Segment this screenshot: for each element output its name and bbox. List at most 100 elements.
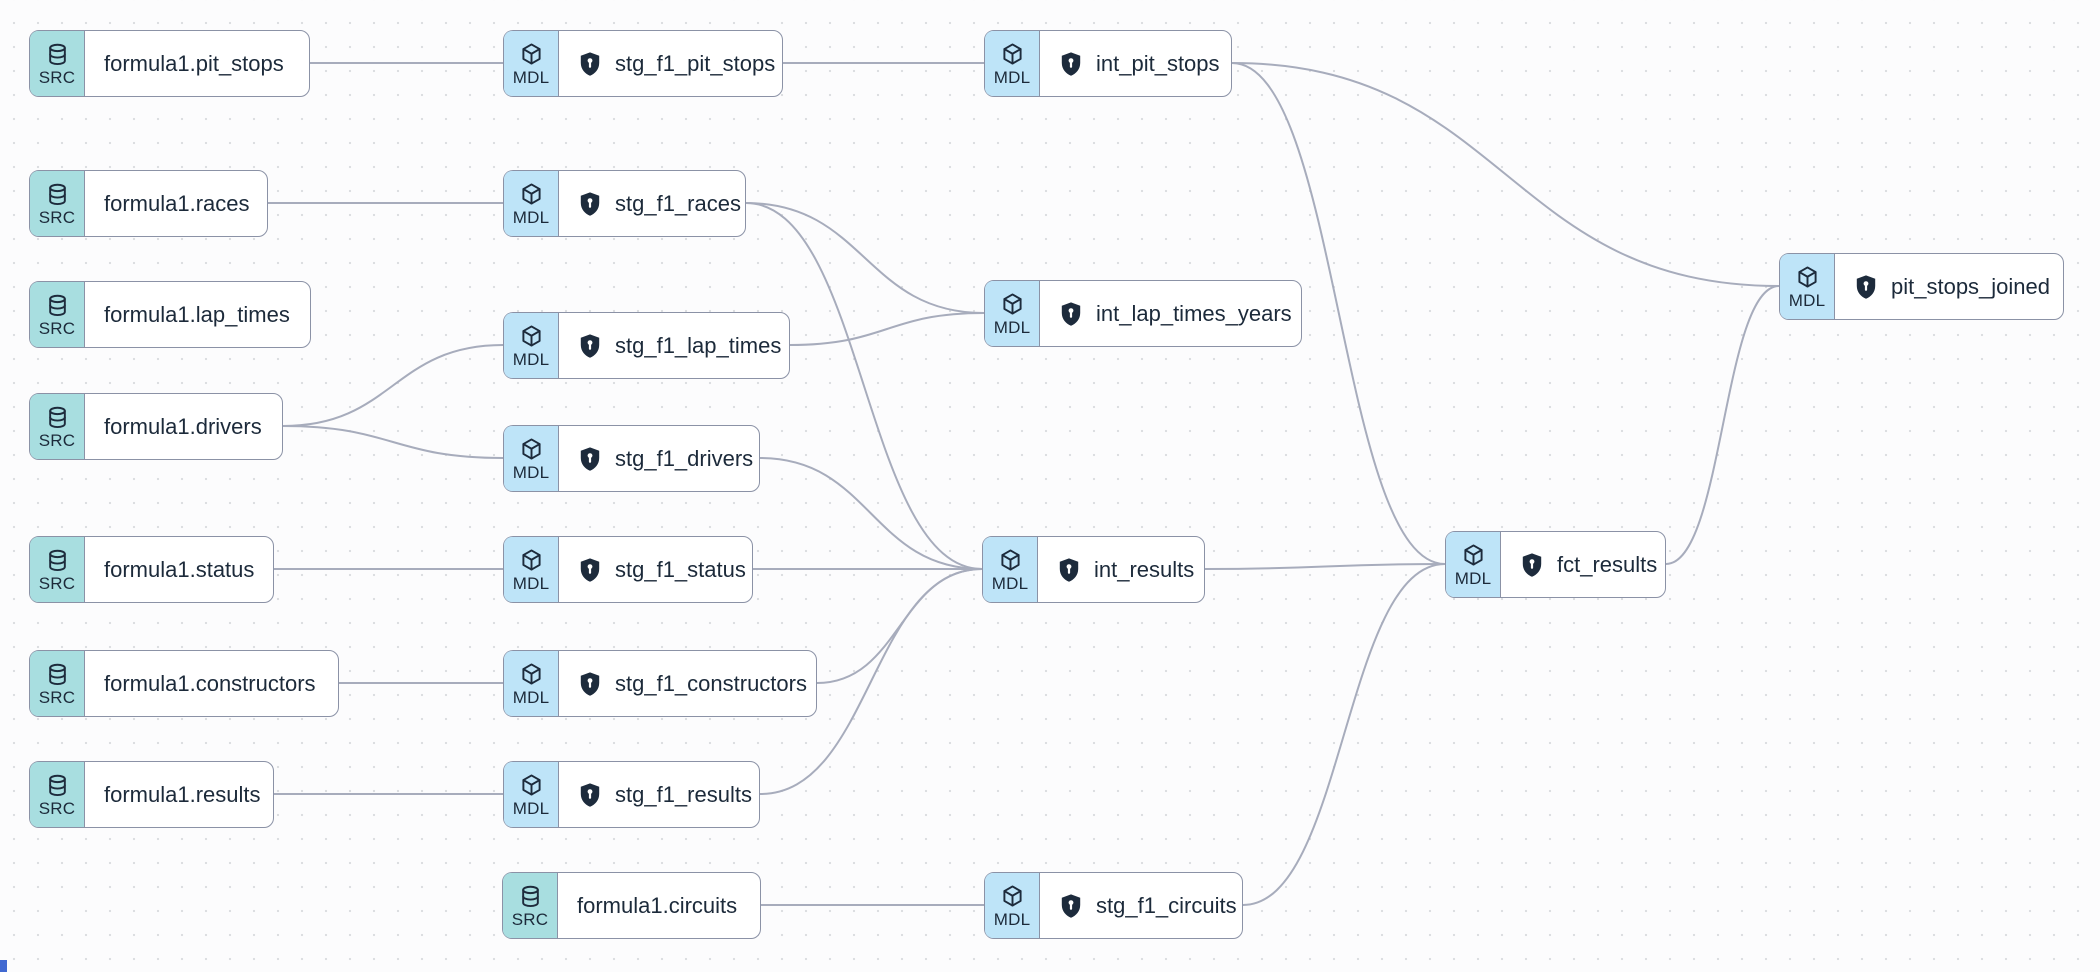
database-icon [44,292,71,319]
node-int-lap-times-years[interactable]: MDL int_lap_times_years [984,280,1302,347]
database-icon [44,404,71,431]
model-badge: MDL [983,537,1038,602]
node-label: stg_f1_results [615,781,752,807]
node-stg-f1-status[interactable]: MDL stg_f1_status [503,536,753,603]
model-badge: MDL [985,281,1040,346]
node-label: formula1.circuits [577,892,738,918]
badge-label: SRC [38,319,76,338]
model-cube-icon [1794,264,1821,291]
node-label: int_pit_stops [1096,50,1220,76]
node-formula1-circuits[interactable]: SRC formula1.circuits [502,872,761,939]
contract-shield-icon [1520,551,1544,578]
model-badge: MDL [504,31,559,96]
badge-label: SRC [38,799,76,818]
node-pit-stops-joined[interactable]: MDL pit_stops_joined [1779,253,2064,320]
node-label: int_results [1094,556,1195,582]
source-badge: SRC [503,873,558,938]
badge-label: MDL [512,799,550,818]
node-formula1-lap-times[interactable]: SRC formula1.lap_times [29,281,311,348]
node-stg-f1-constructors[interactable]: MDL stg_f1_constructors [503,650,817,717]
model-cube-icon [999,291,1026,318]
contract-shield-icon [1059,50,1083,77]
node-label: fct_results [1557,551,1658,577]
model-cube-icon [999,883,1026,910]
source-badge: SRC [30,31,85,96]
badge-label: MDL [993,68,1031,87]
badge-label: MDL [512,574,550,593]
node-stg-f1-circuits[interactable]: MDL stg_f1_circuits [984,872,1243,939]
node-fct-results[interactable]: MDL fct_results [1445,531,1666,598]
node-label: stg_f1_constructors [615,670,807,696]
node-label-area: stg_f1_lap_times [559,313,789,378]
contract-shield-icon [1059,300,1083,327]
node-formula1-pit-stops[interactable]: SRC formula1.pit_stops [29,30,310,97]
node-label-area: stg_f1_circuits [1040,873,1242,938]
node-stg-f1-races[interactable]: MDL stg_f1_races [503,170,746,237]
node-formula1-constructors[interactable]: SRC formula1.constructors [29,650,339,717]
badge-label: SRC [38,431,76,450]
model-badge: MDL [504,426,559,491]
model-badge: MDL [504,537,559,602]
model-badge: MDL [1780,254,1835,319]
model-cube-icon [518,661,545,688]
contract-shield-icon [1057,556,1081,583]
edge-stg-f1-results-to-int-results [759,568,983,795]
node-stg-f1-drivers[interactable]: MDL stg_f1_drivers [503,425,760,492]
node-label: formula1.constructors [104,670,316,696]
badge-label: SRC [38,574,76,593]
node-stg-f1-results[interactable]: MDL stg_f1_results [503,761,760,828]
badge-label: SRC [511,910,549,929]
node-label: pit_stops_joined [1891,273,2051,299]
database-icon [44,772,71,799]
badge-label: MDL [1454,569,1492,588]
node-formula1-status[interactable]: SRC formula1.status [29,536,274,603]
model-badge: MDL [985,873,1040,938]
source-badge: SRC [30,394,85,459]
node-label-area: formula1.constructors [85,651,338,716]
node-formula1-races[interactable]: SRC formula1.races [29,170,268,237]
badge-label: SRC [38,68,76,87]
model-badge: MDL [504,313,559,378]
badge-label: MDL [512,208,550,227]
edge-stg-f1-races-to-int-lap-times-years [745,202,985,314]
node-label-area: int_lap_times_years [1040,281,1301,346]
node-stg-f1-pit-stops[interactable]: MDL stg_f1_pit_stops [503,30,783,97]
node-label-area: stg_f1_races [559,171,745,236]
node-int-results[interactable]: MDL int_results [982,536,1205,603]
model-cube-icon [518,772,545,799]
contract-shield-icon [1059,892,1083,919]
edge-stg-f1-drivers-to-int-results [759,457,983,570]
node-label-area: formula1.results [85,762,273,827]
model-cube-icon [518,41,545,68]
edge-stg-f1-races-to-int-results [745,202,983,570]
model-cube-icon [518,547,545,574]
source-badge: SRC [30,762,85,827]
node-formula1-results[interactable]: SRC formula1.results [29,761,274,828]
node-stg-f1-lap-times[interactable]: MDL stg_f1_lap_times [503,312,790,379]
edge-int-pit-stops-to-fct-results [1231,62,1446,565]
badge-label: MDL [991,574,1029,593]
edge-stg-f1-circuits-to-fct-results [1242,563,1446,906]
node-formula1-drivers[interactable]: SRC formula1.drivers [29,393,283,460]
badge-label: MDL [512,688,550,707]
source-badge: SRC [30,537,85,602]
contract-shield-icon [578,190,602,217]
node-label: stg_f1_drivers [615,445,754,471]
node-label-area: formula1.lap_times [85,282,310,347]
source-badge: SRC [30,651,85,716]
edge-int-results-to-fct-results [1204,563,1446,570]
model-cube-icon [1460,542,1487,569]
contract-shield-icon [1854,273,1878,300]
node-int-pit-stops[interactable]: MDL int_pit_stops [984,30,1232,97]
node-label-area: formula1.circuits [558,873,760,938]
model-cube-icon [518,323,545,350]
node-label: formula1.pit_stops [104,50,284,76]
node-label: formula1.drivers [104,413,262,439]
badge-label: SRC [38,208,76,227]
badge-label: MDL [1788,291,1826,310]
node-label: formula1.results [104,781,261,807]
database-icon [44,181,71,208]
node-label-area: pit_stops_joined [1835,254,2063,319]
